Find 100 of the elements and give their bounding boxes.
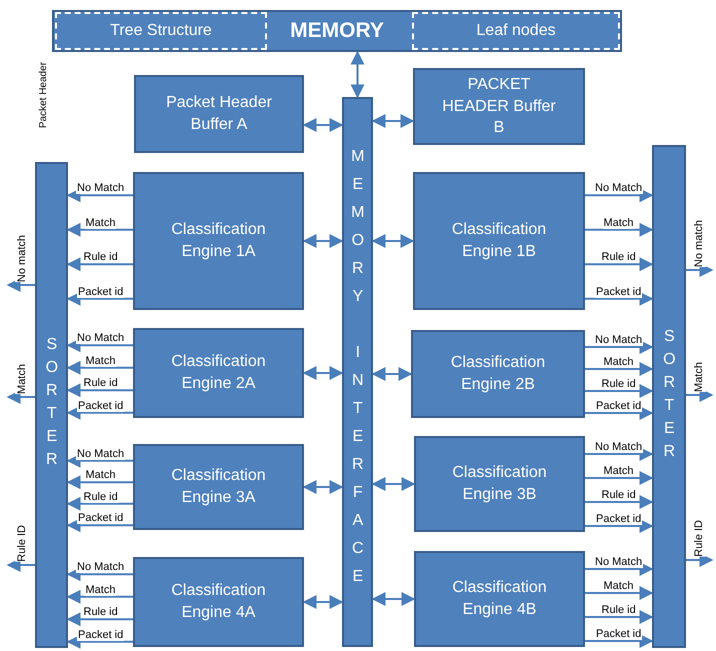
edge-label: Match xyxy=(602,580,634,592)
arrow xyxy=(66,612,133,626)
edge-label: Packet id xyxy=(595,286,642,298)
edge-label: Packet id xyxy=(77,400,124,412)
edge-label: Match xyxy=(602,356,634,368)
edge-label: Packet id xyxy=(77,286,124,298)
edge-label: Rule id xyxy=(600,251,637,264)
edge-label: No match xyxy=(692,220,706,268)
edge-label: Packet id xyxy=(595,513,642,525)
process-box: Classification Engine 1B xyxy=(413,172,585,310)
arrow xyxy=(66,292,133,306)
arrow xyxy=(66,567,133,582)
edge-label: Rule ID xyxy=(14,525,28,562)
arrow xyxy=(66,222,133,237)
arrow xyxy=(66,383,133,398)
edge-label: No Match xyxy=(76,561,126,574)
edge-label: Packet id xyxy=(595,400,642,412)
edge-label: Packet id xyxy=(77,628,124,641)
edge-label: Rule id xyxy=(600,604,637,616)
arrow xyxy=(372,114,414,128)
process-box: Classification Engine 1A xyxy=(133,172,304,310)
edge-label: Match xyxy=(84,354,116,367)
arrow xyxy=(66,590,133,604)
arrow xyxy=(372,367,412,381)
edge-label: Match xyxy=(84,469,116,482)
edge-label: No Match xyxy=(594,441,644,453)
process-box: Classification Engine 3B xyxy=(414,436,585,532)
process-box: Classification Engine 2B xyxy=(411,330,585,418)
arrow xyxy=(302,480,344,494)
arrow xyxy=(585,610,654,624)
edge-label: Match xyxy=(692,362,706,392)
side-label: Packet Header xyxy=(38,62,49,128)
memory-section: Tree Structure xyxy=(55,12,267,50)
process-box: Classification Engine 2A xyxy=(133,328,304,418)
edge-label: No Match xyxy=(76,332,126,344)
edge-label: No Match xyxy=(594,556,644,568)
edge-label: Rule id xyxy=(82,251,119,264)
edge-label: Rule ID xyxy=(692,520,706,557)
process-box: PACKET HEADER Buffer B xyxy=(413,68,585,145)
arrow xyxy=(585,495,654,509)
process-box: Packet Header Buffer A xyxy=(134,75,304,153)
edge-label: Match xyxy=(84,216,116,229)
edge-label: No Match xyxy=(594,182,644,194)
edge-label: Packet id xyxy=(595,628,642,640)
arrow xyxy=(302,118,344,132)
edge-label: No match xyxy=(14,235,28,282)
arrow xyxy=(585,362,654,376)
arrow xyxy=(585,634,654,648)
arrow xyxy=(302,366,344,380)
arrow xyxy=(66,188,133,202)
arrow xyxy=(6,390,35,404)
arrow xyxy=(585,586,654,600)
arrow xyxy=(585,562,654,576)
arrow xyxy=(585,292,654,306)
sorter-bar: SORTER xyxy=(652,145,686,648)
edge-label: Match xyxy=(602,216,634,229)
arrow xyxy=(585,447,654,461)
arrow xyxy=(585,188,654,202)
arrow xyxy=(66,634,133,649)
arrow xyxy=(585,384,654,398)
edge-label: No Match xyxy=(76,448,126,460)
edge-label: Rule id xyxy=(82,606,119,618)
edge-label: Rule id xyxy=(600,378,637,390)
arrow xyxy=(66,257,133,272)
edge-label: Match xyxy=(602,465,634,477)
arrow xyxy=(66,360,133,375)
arrow xyxy=(6,558,35,572)
process-box: Classification Engine 4A xyxy=(133,557,304,647)
arrow xyxy=(585,222,654,237)
edge-label: Match xyxy=(84,584,116,596)
arrow xyxy=(372,234,414,248)
process-box: Classification Engine 4B xyxy=(414,551,585,647)
arrow xyxy=(66,475,133,490)
arrow xyxy=(66,454,133,468)
edge-label: No Match xyxy=(76,182,126,194)
arrow xyxy=(66,496,133,511)
arrow xyxy=(6,278,35,292)
arrow xyxy=(585,257,654,272)
edge-label: Rule id xyxy=(600,489,637,501)
edge-label: Packet id xyxy=(77,512,124,524)
arrow xyxy=(66,338,133,352)
edge-label: Match xyxy=(14,364,28,394)
interface-bar: MEMORY INTERFACE xyxy=(342,97,373,647)
sorter-bar: SORTER xyxy=(35,162,68,648)
arrow xyxy=(372,477,416,491)
edge-label: Rule id xyxy=(82,377,119,390)
arrow xyxy=(350,50,364,98)
arrow xyxy=(585,340,654,354)
arrow xyxy=(66,518,133,532)
edge-label: No Match xyxy=(594,334,644,346)
memory-band xyxy=(52,10,622,52)
arrow xyxy=(372,592,416,606)
band-title: MEMORY xyxy=(290,18,384,44)
arrow xyxy=(585,471,654,485)
arrow xyxy=(302,595,344,609)
memory-section: Leaf nodes xyxy=(412,12,620,50)
arrow xyxy=(585,406,654,420)
arrow xyxy=(302,234,344,248)
arrow xyxy=(66,406,133,420)
edge-label: Rule id xyxy=(82,490,119,503)
